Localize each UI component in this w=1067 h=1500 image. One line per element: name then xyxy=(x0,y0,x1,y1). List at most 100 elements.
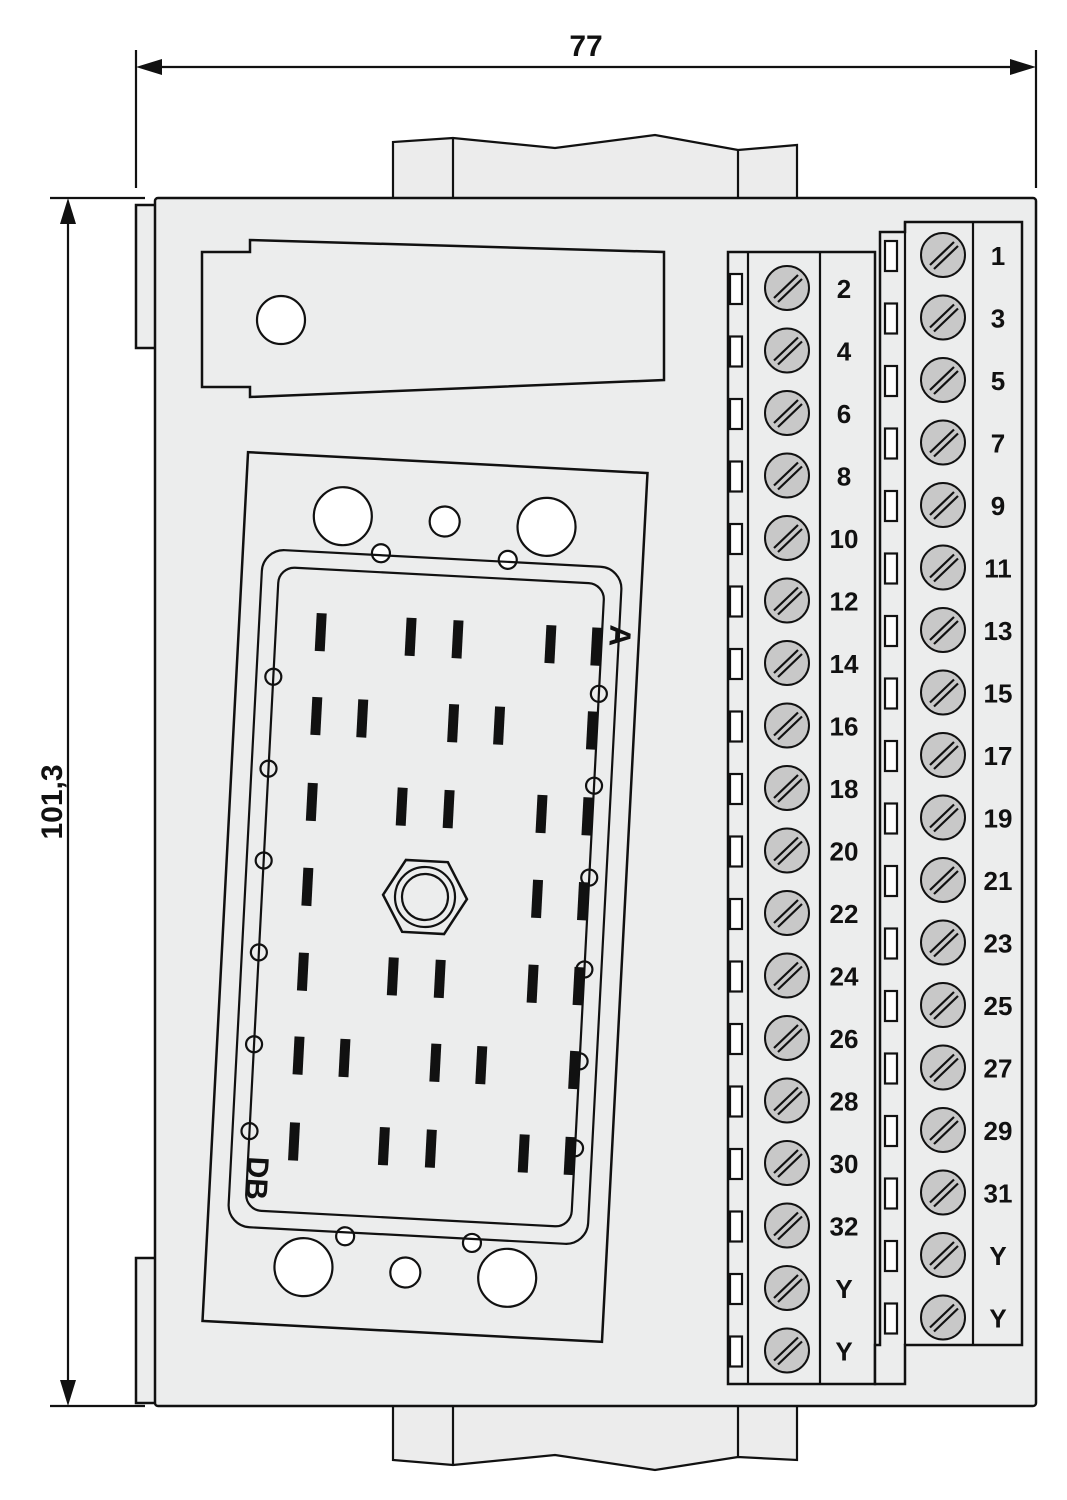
terminal-screw[interactable] xyxy=(920,357,966,403)
contact-pin xyxy=(314,612,327,652)
terminal-label: 18 xyxy=(830,774,859,804)
terminal-screw[interactable] xyxy=(920,232,966,278)
terminal-tab xyxy=(728,960,744,993)
terminal-label: 4 xyxy=(837,337,852,367)
terminal-tab xyxy=(728,585,744,618)
marker-tag xyxy=(200,238,666,399)
terminal-screw[interactable] xyxy=(764,1077,810,1124)
terminal-screw[interactable] xyxy=(764,702,810,749)
contact-pin xyxy=(292,1036,305,1075)
terminal-tab xyxy=(728,835,744,868)
small-hole xyxy=(461,1232,483,1254)
terminal-screw[interactable] xyxy=(764,327,810,374)
terminal-tab xyxy=(728,772,744,806)
terminal-screw[interactable] xyxy=(920,294,966,341)
terminal-screw[interactable] xyxy=(920,1232,966,1278)
terminal-screw[interactable] xyxy=(764,1202,810,1249)
terminal-tab xyxy=(883,739,899,773)
din-rail-clip-bottom xyxy=(391,1405,799,1472)
contact-pin xyxy=(572,966,585,1006)
terminal-screw[interactable] xyxy=(920,482,966,528)
contact-pin xyxy=(493,706,506,745)
terminal-label: 17 xyxy=(984,741,1013,771)
terminal-label: 2 xyxy=(837,274,851,304)
terminal-tab xyxy=(883,1177,899,1210)
terminal-label: 31 xyxy=(984,1179,1013,1209)
terminal-screw[interactable] xyxy=(920,1107,966,1153)
terminal-tab xyxy=(728,522,744,556)
terminal-label: 6 xyxy=(837,399,851,429)
terminal-screw[interactable] xyxy=(920,732,966,778)
mounting-hole xyxy=(477,1247,538,1308)
contact-pin xyxy=(356,699,369,738)
terminal-label: 19 xyxy=(984,804,1013,834)
terminal-tab xyxy=(728,1022,744,1056)
terminal-screw[interactable] xyxy=(764,577,810,624)
contact-pin xyxy=(310,696,323,736)
terminal-label: 22 xyxy=(830,899,859,929)
terminal-screw[interactable] xyxy=(920,1294,966,1341)
mounting-hole xyxy=(516,496,577,557)
contact-pin xyxy=(568,1050,581,1090)
contact-pin xyxy=(288,1122,301,1161)
terminal-tab xyxy=(728,710,744,743)
terminal-screw[interactable] xyxy=(920,607,966,653)
terminal-screw[interactable] xyxy=(920,419,966,466)
dsub-connector: A DB xyxy=(201,450,649,1344)
terminal-screw[interactable] xyxy=(764,1327,810,1374)
contact-pin xyxy=(404,617,417,657)
height-dimension: 101,3 xyxy=(36,196,145,1408)
terminal-screw[interactable] xyxy=(920,857,966,903)
terminal-screw[interactable] xyxy=(920,1169,966,1216)
terminal-label: 1 xyxy=(991,241,1005,271)
contact-pin xyxy=(301,867,314,907)
terminal-tab xyxy=(728,335,744,368)
terminal-label: 3 xyxy=(991,304,1005,334)
terminal-screw[interactable] xyxy=(764,952,810,999)
terminal-screw[interactable] xyxy=(764,827,810,874)
height-dimension-label: 101,3 xyxy=(36,764,69,839)
terminal-screw[interactable] xyxy=(764,1015,810,1061)
terminal-label: 32 xyxy=(830,1212,859,1242)
terminal-tab xyxy=(883,364,899,398)
din-rail-clip-top xyxy=(391,133,799,198)
mounting-hole xyxy=(312,486,373,547)
contact-pin xyxy=(531,879,544,919)
small-hole xyxy=(370,543,392,564)
terminal-screw[interactable] xyxy=(920,1044,966,1091)
side-latch-top xyxy=(134,203,158,350)
contact-pin xyxy=(442,789,455,829)
terminal-screw[interactable] xyxy=(764,1140,810,1186)
terminal-screw[interactable] xyxy=(764,1265,810,1311)
terminal-screw[interactable] xyxy=(764,452,810,499)
contact-pin xyxy=(563,1136,576,1176)
terminal-tab xyxy=(883,239,899,273)
terminal-screw[interactable] xyxy=(764,515,810,561)
terminal-screw[interactable] xyxy=(920,794,966,841)
contact-pin xyxy=(526,964,539,1003)
contact-pin xyxy=(305,782,318,822)
terminal-label: Y xyxy=(835,1274,852,1304)
contact-pin xyxy=(338,1038,351,1078)
terminal-screw[interactable] xyxy=(920,919,966,966)
terminal-label: 11 xyxy=(984,554,1012,584)
terminal-tab xyxy=(728,272,744,306)
locating-pin xyxy=(389,1256,422,1289)
terminal-label: Y xyxy=(835,1337,852,1367)
contact-pin xyxy=(433,959,446,999)
contact-pin xyxy=(544,624,557,664)
terminal-screw[interactable] xyxy=(764,890,810,936)
terminal-label: 5 xyxy=(991,366,1005,396)
terminal-screw[interactable] xyxy=(764,765,810,811)
terminal-screw[interactable] xyxy=(764,640,810,686)
terminal-screw[interactable] xyxy=(920,982,966,1028)
terminal-label: 9 xyxy=(991,491,1005,521)
terminal-label: 30 xyxy=(830,1149,859,1179)
terminal-screw[interactable] xyxy=(764,390,810,436)
connector-label-a: A xyxy=(602,624,636,647)
terminal-screw[interactable] xyxy=(920,669,966,716)
terminal-screw[interactable] xyxy=(920,544,966,591)
terminal-screw[interactable] xyxy=(764,265,810,311)
